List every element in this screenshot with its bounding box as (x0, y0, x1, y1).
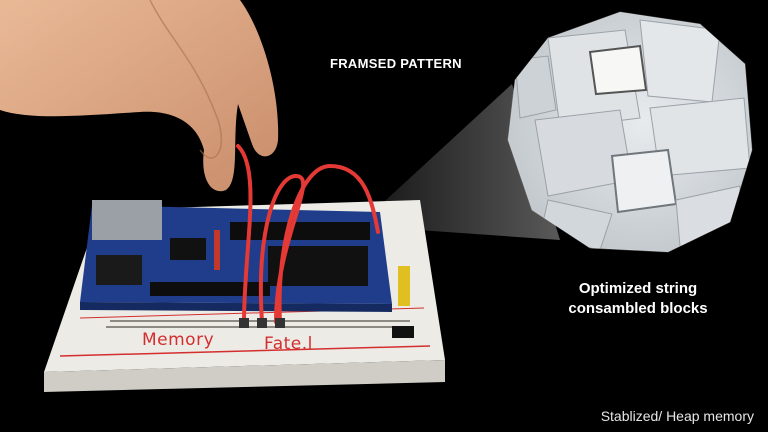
pattern-title: FRAMSED PATTERN (330, 56, 462, 71)
microcontroller-board-icon (80, 200, 392, 312)
blocks-caption: Optimized string consambled blocks (540, 279, 736, 319)
blocks-caption-line-2: consambled blocks (568, 300, 708, 317)
zoom-frame (507, 11, 753, 253)
jumper-wires (236, 144, 380, 324)
footer-caption: Stablized/ Heap memory (600, 408, 754, 424)
blocks-caption-line-1: Optimized string (578, 280, 698, 297)
breadboard-label-fate: Fate.l (264, 334, 313, 354)
breadboard-label-memory: Memory (142, 330, 215, 350)
hand-icon (0, 0, 279, 192)
